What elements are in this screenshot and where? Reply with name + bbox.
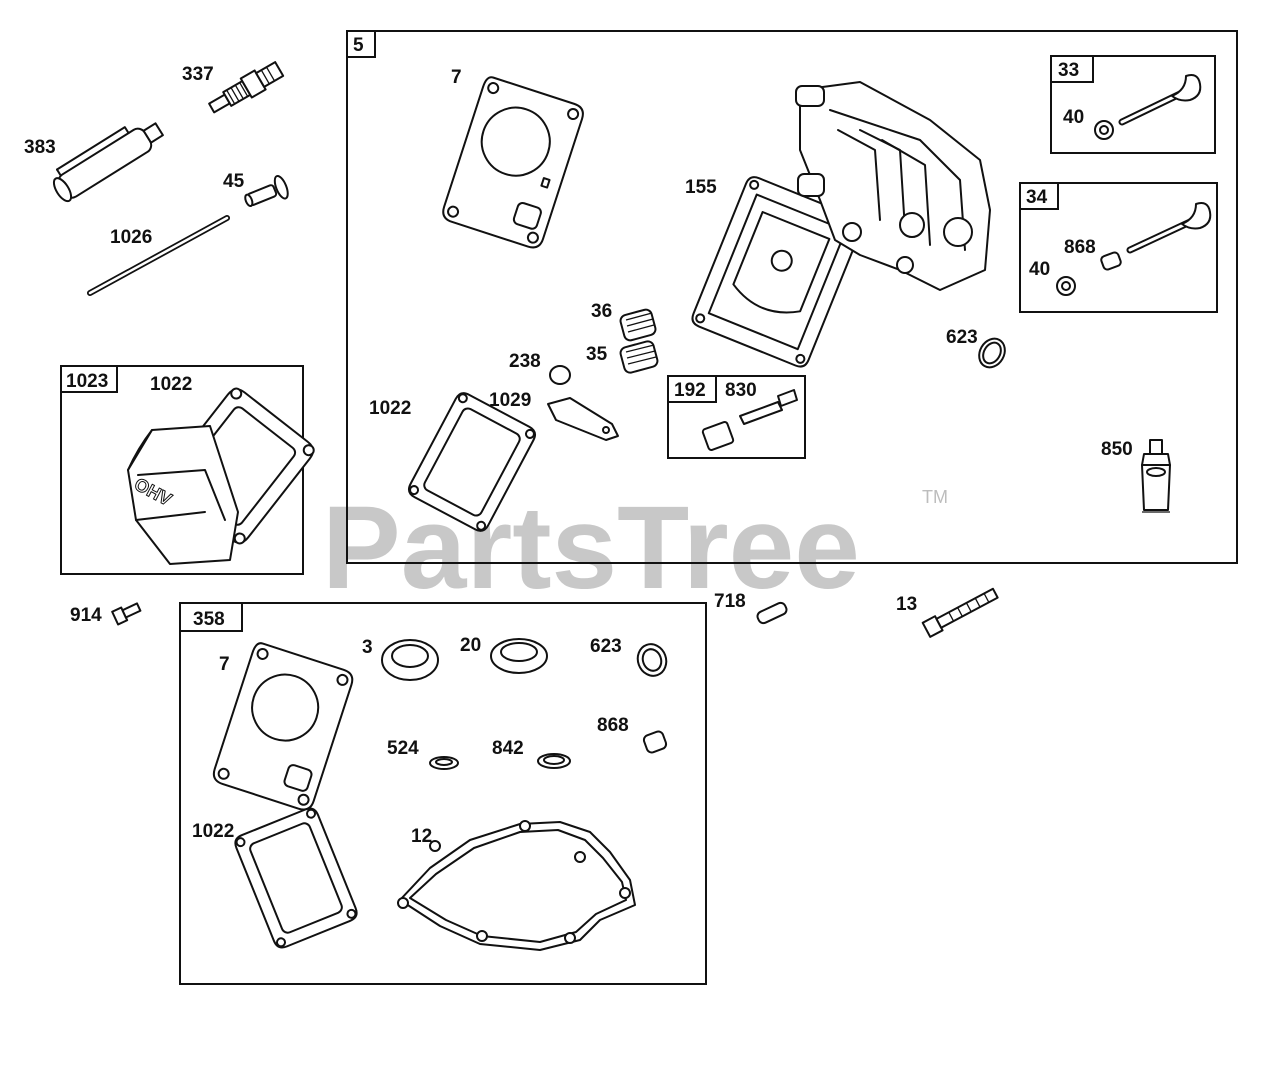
pushrod-icon [87,215,230,296]
label-850: 850 [1101,439,1133,460]
label-7-lower: 7 [219,654,230,675]
watermark-text: PartsTree [322,482,860,614]
box-33: 33 [1050,55,1216,154]
box-5: 5 [346,30,1238,564]
rocker-gasket-lower-icon [234,807,358,949]
box-1023-number: 1023 [66,371,108,392]
label-830: 830 [725,380,757,401]
label-868-box34: 868 [1064,237,1096,258]
label-45: 45 [223,171,245,192]
label-20: 20 [460,635,481,656]
rocker-gasket-upper-icon [407,392,537,532]
seal-3-icon [381,639,439,681]
cylinder-head-icon [795,81,991,291]
label-524: 524 [387,738,419,759]
label-337: 337 [182,64,214,85]
valve-cover-icon: OHV [127,425,239,565]
label-842: 842 [492,738,524,759]
label-40-box33: 40 [1063,107,1084,128]
label-383: 383 [24,137,56,158]
valve-spring-lower-icon [619,340,659,374]
rocker-arm-icon [547,397,619,441]
label-1026: 1026 [110,227,152,248]
box-34: 34 [1019,182,1218,313]
valve-seal-868-icon [642,730,668,754]
intake-valve-icon [1094,74,1202,140]
bolt-icon [921,587,999,638]
screw-icon [111,602,142,626]
head-gasket-icon [442,76,584,249]
cylinder-tool-icon [52,122,164,203]
dowel-pin-icon [756,601,788,625]
box-358: 358 [179,602,707,985]
label-623-lower: 623 [590,636,622,657]
watermark-tm: TM [922,487,948,507]
label-36: 36 [591,301,612,322]
ring-842-icon [537,753,571,769]
sealant-tube-icon [1141,439,1171,513]
label-3: 3 [362,637,373,658]
ring-524-icon [429,756,459,770]
label-1022-box1023: 1022 [150,374,192,395]
spark-plug-icon [208,61,285,114]
guide-pin-icon [244,174,289,208]
valve-cap-icon [549,365,571,385]
valve-spring-upper-icon [619,308,657,342]
label-623-upper: 623 [946,327,978,348]
label-7-upper: 7 [451,67,462,88]
box-192-number: 192 [674,380,706,401]
box-192: 192 [667,375,806,459]
box-34-number: 34 [1026,187,1048,208]
o-ring-lower-icon [636,643,668,677]
label-40-box34: 40 [1029,259,1050,280]
label-155: 155 [685,177,717,198]
head-gasket-lower-icon [212,642,354,811]
box-33-number: 33 [1058,60,1079,81]
crankcase-gasket-icon [397,820,636,951]
label-914: 914 [70,605,102,626]
label-1022-box358: 1022 [192,821,234,842]
box-1023: 1023 [60,365,304,575]
seal-20-icon [490,638,548,674]
label-13: 13 [896,594,917,615]
label-1029: 1029 [489,390,531,411]
label-238: 238 [509,351,541,372]
label-1022-box5: 1022 [369,398,411,419]
rocker-cover-icon [691,176,864,368]
fitting-icon [701,389,798,451]
label-868-box358: 868 [597,715,629,736]
label-35: 35 [586,344,608,365]
exhaust-valve-icon [1056,202,1212,296]
o-ring-upper-icon [978,337,1006,369]
label-12: 12 [411,826,432,847]
box-5-number: 5 [353,35,364,56]
label-718: 718 [714,591,746,612]
box-358-number: 358 [193,609,225,630]
